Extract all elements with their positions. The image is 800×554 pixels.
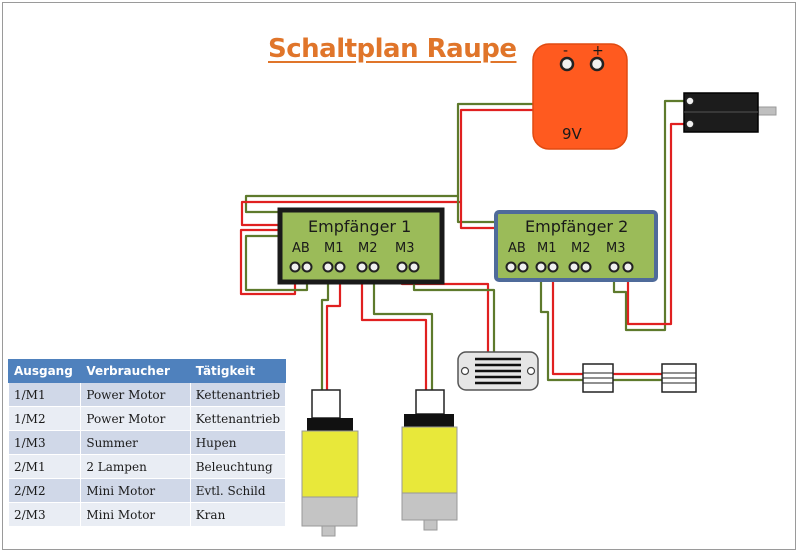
table-cell: Mini Motor bbox=[80, 478, 191, 503]
lamp-2 bbox=[661, 363, 697, 393]
power-motor-2 bbox=[401, 389, 458, 531]
table-cell: 1/M2 bbox=[7, 406, 82, 431]
table-cell: Power Motor bbox=[80, 406, 191, 431]
power-motor-1 bbox=[301, 389, 359, 537]
receiver-2: Empfänger 2 AB M1 M2 M3 bbox=[494, 210, 658, 282]
wire-bus-rx2-green bbox=[456, 196, 495, 224]
wire-rx1-m2-red bbox=[360, 267, 428, 392]
receiver-2-sockets bbox=[505, 261, 634, 273]
battery-plus-terminal bbox=[589, 56, 605, 72]
table-header-row: Ausgang Verbraucher Tätigkeit bbox=[7, 359, 287, 383]
receiver-2-port-ab: AB bbox=[508, 241, 526, 256]
table-cell: Kettenantrieb bbox=[189, 382, 287, 407]
table-row: 1/M3 Summer Hupen bbox=[7, 430, 287, 455]
mini-motor-crane bbox=[683, 92, 777, 133]
table-cell: Kran bbox=[189, 502, 287, 527]
receiver-2-port-m3: M3 bbox=[606, 241, 626, 256]
table-row: 1/M1 Power Motor Kettenantrieb bbox=[7, 382, 287, 407]
wire-rx2-m1-green bbox=[539, 267, 583, 382]
table-cell: 1/M3 bbox=[7, 430, 82, 455]
battery-9v: - + 9V bbox=[532, 43, 628, 150]
receiver-2-port-m1: M1 bbox=[537, 241, 557, 256]
receiver-1-port-ab: AB bbox=[292, 241, 310, 256]
table-cell: Evtl. Schild bbox=[189, 478, 287, 503]
page-title: Schaltplan Raupe bbox=[268, 34, 517, 64]
wire-rx1-ab-red bbox=[239, 228, 297, 296]
table-header: Verbraucher bbox=[80, 359, 191, 383]
receiver-1-sockets bbox=[289, 261, 420, 273]
table-cell: Summer bbox=[80, 430, 191, 455]
table-cell: 2 Lampen bbox=[80, 454, 191, 479]
receiver-1-port-m2: M2 bbox=[358, 241, 378, 256]
receiver-1-port-m1: M1 bbox=[324, 241, 344, 256]
battery-label: 9V bbox=[562, 125, 583, 143]
wire-rx2-m1-red bbox=[551, 267, 583, 376]
table-row: 2/M1 2 Lampen Beleuchtung bbox=[7, 454, 287, 479]
table-header: Tätigkeit bbox=[189, 359, 287, 383]
assignment-table: Ausgang Verbraucher Tätigkeit 1/M1 Power… bbox=[7, 359, 287, 527]
table-cell: 2/M1 bbox=[7, 454, 82, 479]
buzzer bbox=[457, 351, 539, 391]
battery-minus-sign: - bbox=[563, 43, 568, 59]
receiver-1: Empfänger 1 AB M1 M2 M3 bbox=[277, 207, 445, 285]
table-cell: 2/M2 bbox=[7, 478, 82, 503]
receiver-2-port-m2: M2 bbox=[571, 241, 591, 256]
receiver-2-title: Empfänger 2 bbox=[525, 217, 628, 236]
battery-plus-sign: + bbox=[592, 43, 604, 59]
wire-bus-rx2-red bbox=[459, 202, 495, 230]
wire-rx1-m2-green bbox=[372, 267, 434, 392]
table-cell: 1/M1 bbox=[7, 382, 82, 407]
lamp-1 bbox=[582, 363, 614, 393]
table-cell: Beleuchtung bbox=[189, 454, 287, 479]
table-cell: Hupen bbox=[189, 430, 287, 455]
receiver-1-title: Empfänger 1 bbox=[308, 217, 411, 236]
wire-battery-minus bbox=[244, 64, 569, 214]
wire-rx1-m1-red bbox=[325, 267, 342, 392]
battery-minus-terminal bbox=[559, 56, 575, 72]
table-row: 2/M3 Mini Motor Kran bbox=[7, 502, 287, 527]
table-row: 2/M2 Mini Motor Evtl. Schild bbox=[7, 478, 287, 503]
table-row: 1/M2 Power Motor Kettenantrieb bbox=[7, 406, 287, 431]
table-cell: Power Motor bbox=[80, 382, 191, 407]
wire-rx2-m3-red bbox=[626, 122, 690, 326]
receiver-1-port-m3: M3 bbox=[395, 241, 415, 256]
table-cell: Mini Motor bbox=[80, 502, 191, 527]
table-cell: 2/M3 bbox=[7, 502, 82, 527]
wire-rx2-m3-green bbox=[612, 99, 690, 332]
table-cell: Kettenantrieb bbox=[189, 406, 287, 431]
table-header: Ausgang bbox=[7, 359, 82, 383]
